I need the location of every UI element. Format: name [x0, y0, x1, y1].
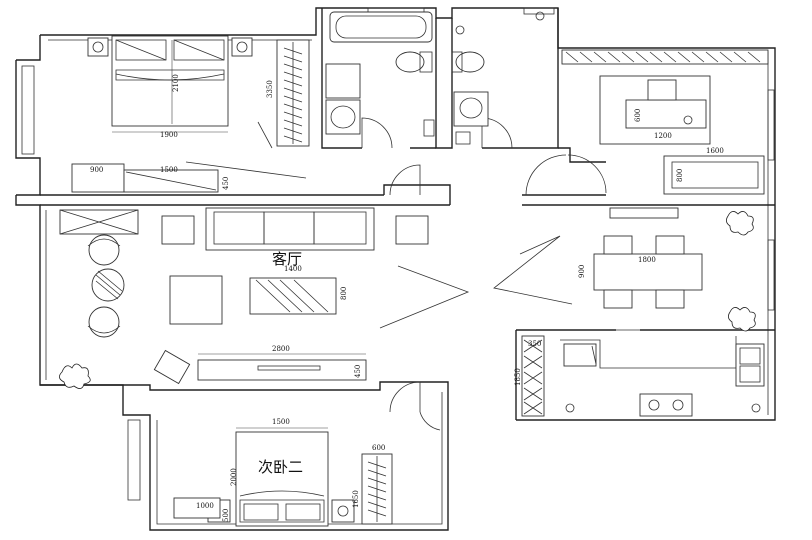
side-table-left [161, 215, 195, 245]
dim-master-bed-length: 2100 [172, 74, 180, 92]
dim-coffee-table-depth: 800 [340, 287, 348, 300]
toilet-one [395, 51, 425, 73]
dim-second-wardrobe-length: 1650 [352, 490, 360, 508]
room-label-living: 客厅 [272, 250, 302, 268]
side-table-right [395, 215, 429, 245]
washbasin-two [453, 91, 489, 127]
plant-living-icon [59, 363, 91, 389]
living-sofa [205, 207, 375, 251]
room-label-second-bedroom: 次卧二 [258, 458, 303, 476]
kitchen: 350 1850 [514, 335, 765, 417]
dim-dining-table: 1800 [638, 256, 656, 264]
dim-tv-cabinet: 2800 [272, 345, 290, 353]
nightstand-left [87, 37, 109, 57]
dim-coffee-table-width: 1400 [284, 265, 302, 273]
second-bedroom: 1500 2000 次卧二 1000 500 600 1650 [173, 418, 393, 527]
dim-master-bed-width: 1900 [160, 131, 178, 139]
second-desk [173, 497, 221, 519]
plant-dining-bottom-icon [728, 307, 756, 332]
dim-second-wardrobe-depth: 600 [372, 444, 385, 452]
bathroom-two [451, 11, 545, 145]
toilet-two [455, 51, 485, 73]
study-chair [647, 79, 677, 101]
dining-area: 1800 900 [493, 207, 756, 332]
coffee-table [249, 277, 337, 315]
interior-walls [40, 8, 775, 391]
stove [639, 393, 693, 417]
wardrobe-hangers [283, 42, 303, 144]
nightstand-right [231, 37, 253, 57]
dim-dining-table-depth: 900 [578, 265, 586, 278]
washer [325, 63, 361, 99]
second-wardrobe-hangers [367, 456, 387, 522]
study-bookshelf [561, 49, 769, 65]
dining-table [593, 253, 703, 291]
study-room: 1200 600 1600 800 [561, 49, 769, 195]
dim-study-desk-depth: 600 [634, 109, 642, 122]
door-swings [361, 117, 640, 431]
plant-dining-top-icon [726, 211, 754, 236]
master-bed [111, 35, 229, 127]
kitchen-sink [735, 343, 765, 387]
ottoman [169, 275, 223, 325]
dim-second-desk: 1000 [196, 502, 214, 510]
dim-second-desk-depth: 500 [222, 509, 230, 522]
dim-kitchen-counter-length: 1850 [514, 368, 522, 386]
dining-sideboard [609, 207, 679, 219]
dim-kitchen-counter-depth: 350 [528, 340, 541, 348]
second-bed [235, 431, 329, 527]
dim-study-desk-width: 1200 [654, 132, 672, 140]
dim-master-cabinet: 1500 [160, 166, 178, 174]
dim-second-bed-length: 2000 [230, 468, 238, 486]
fridge [563, 343, 597, 367]
bathroom-one [325, 11, 435, 137]
dim-second-bed-width: 1500 [272, 418, 290, 426]
dim-master-wardrobe: 3350 [266, 80, 274, 98]
kitchen-tall-cabinet [521, 335, 545, 417]
armchair-bottom [88, 306, 120, 338]
dim-master-desk: 900 [90, 166, 103, 174]
dim-master-cabinet-depth: 450 [222, 177, 230, 190]
dim-tv-cabinet-depth: 450 [354, 365, 362, 378]
living-room: 1400 800 客厅 2800 450 [59, 207, 470, 389]
dim-study-sofa-depth: 800 [676, 169, 684, 182]
armchair-top [88, 234, 120, 266]
master-bedroom: 1900 2100 3350 900 1500 450 [71, 35, 310, 193]
study-desk [625, 99, 707, 129]
floor-lamp [153, 349, 191, 385]
second-nightstand-right [331, 499, 355, 523]
bathtub [329, 11, 433, 43]
dim-study-sofa: 1600 [706, 147, 724, 155]
